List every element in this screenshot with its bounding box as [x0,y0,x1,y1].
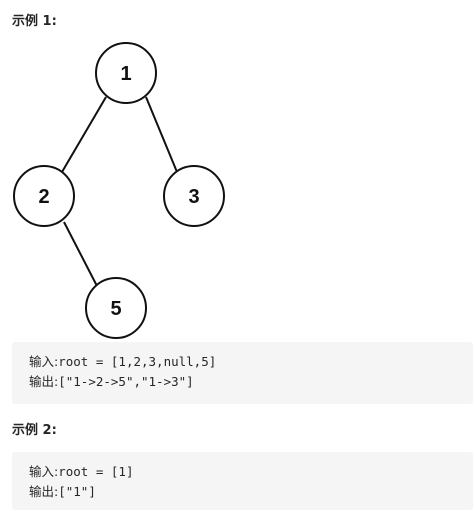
node-label: 2 [38,186,49,208]
node-label: 1 [120,63,131,85]
output-label: 输出: [29,374,59,389]
input-line: 输入:root = [1,2,3,null,5] [29,352,473,372]
tree-node-1: 1 [95,42,157,104]
edge-1-2 [61,96,107,173]
input-value: root = [1] [58,464,134,479]
output-value: ["1"] [58,484,96,499]
input-label: 输入: [29,464,59,479]
example-2-title: 示例 2: [12,423,57,438]
example-1-title: 示例 1: [12,14,57,29]
example-2-code-block: 输入:root = [1] 输出:["1"] [12,452,473,510]
example-1-code-block: 输入:root = [1,2,3,null,5] 输出:["1->2->5","… [12,342,473,404]
node-label: 5 [110,298,121,320]
edge-2-5 [63,221,99,289]
tree-node-5: 5 [85,277,147,339]
output-line: 输出:["1->2->5","1->3"] [29,372,473,392]
tree-node-3: 3 [163,165,225,227]
input-line: 输入:root = [1] [29,462,473,482]
input-value: root = [1,2,3,null,5] [58,354,217,369]
input-label: 输入: [29,354,59,369]
tree-node-2: 2 [13,165,75,227]
node-label: 3 [188,186,199,208]
binary-tree-diagram: 1 2 3 5 [13,42,225,339]
edge-1-3 [145,96,178,173]
output-label: 输出: [29,484,59,499]
output-line: 输出:["1"] [29,482,473,502]
tree-edges [61,96,178,289]
output-value: ["1->2->5","1->3"] [58,374,194,389]
